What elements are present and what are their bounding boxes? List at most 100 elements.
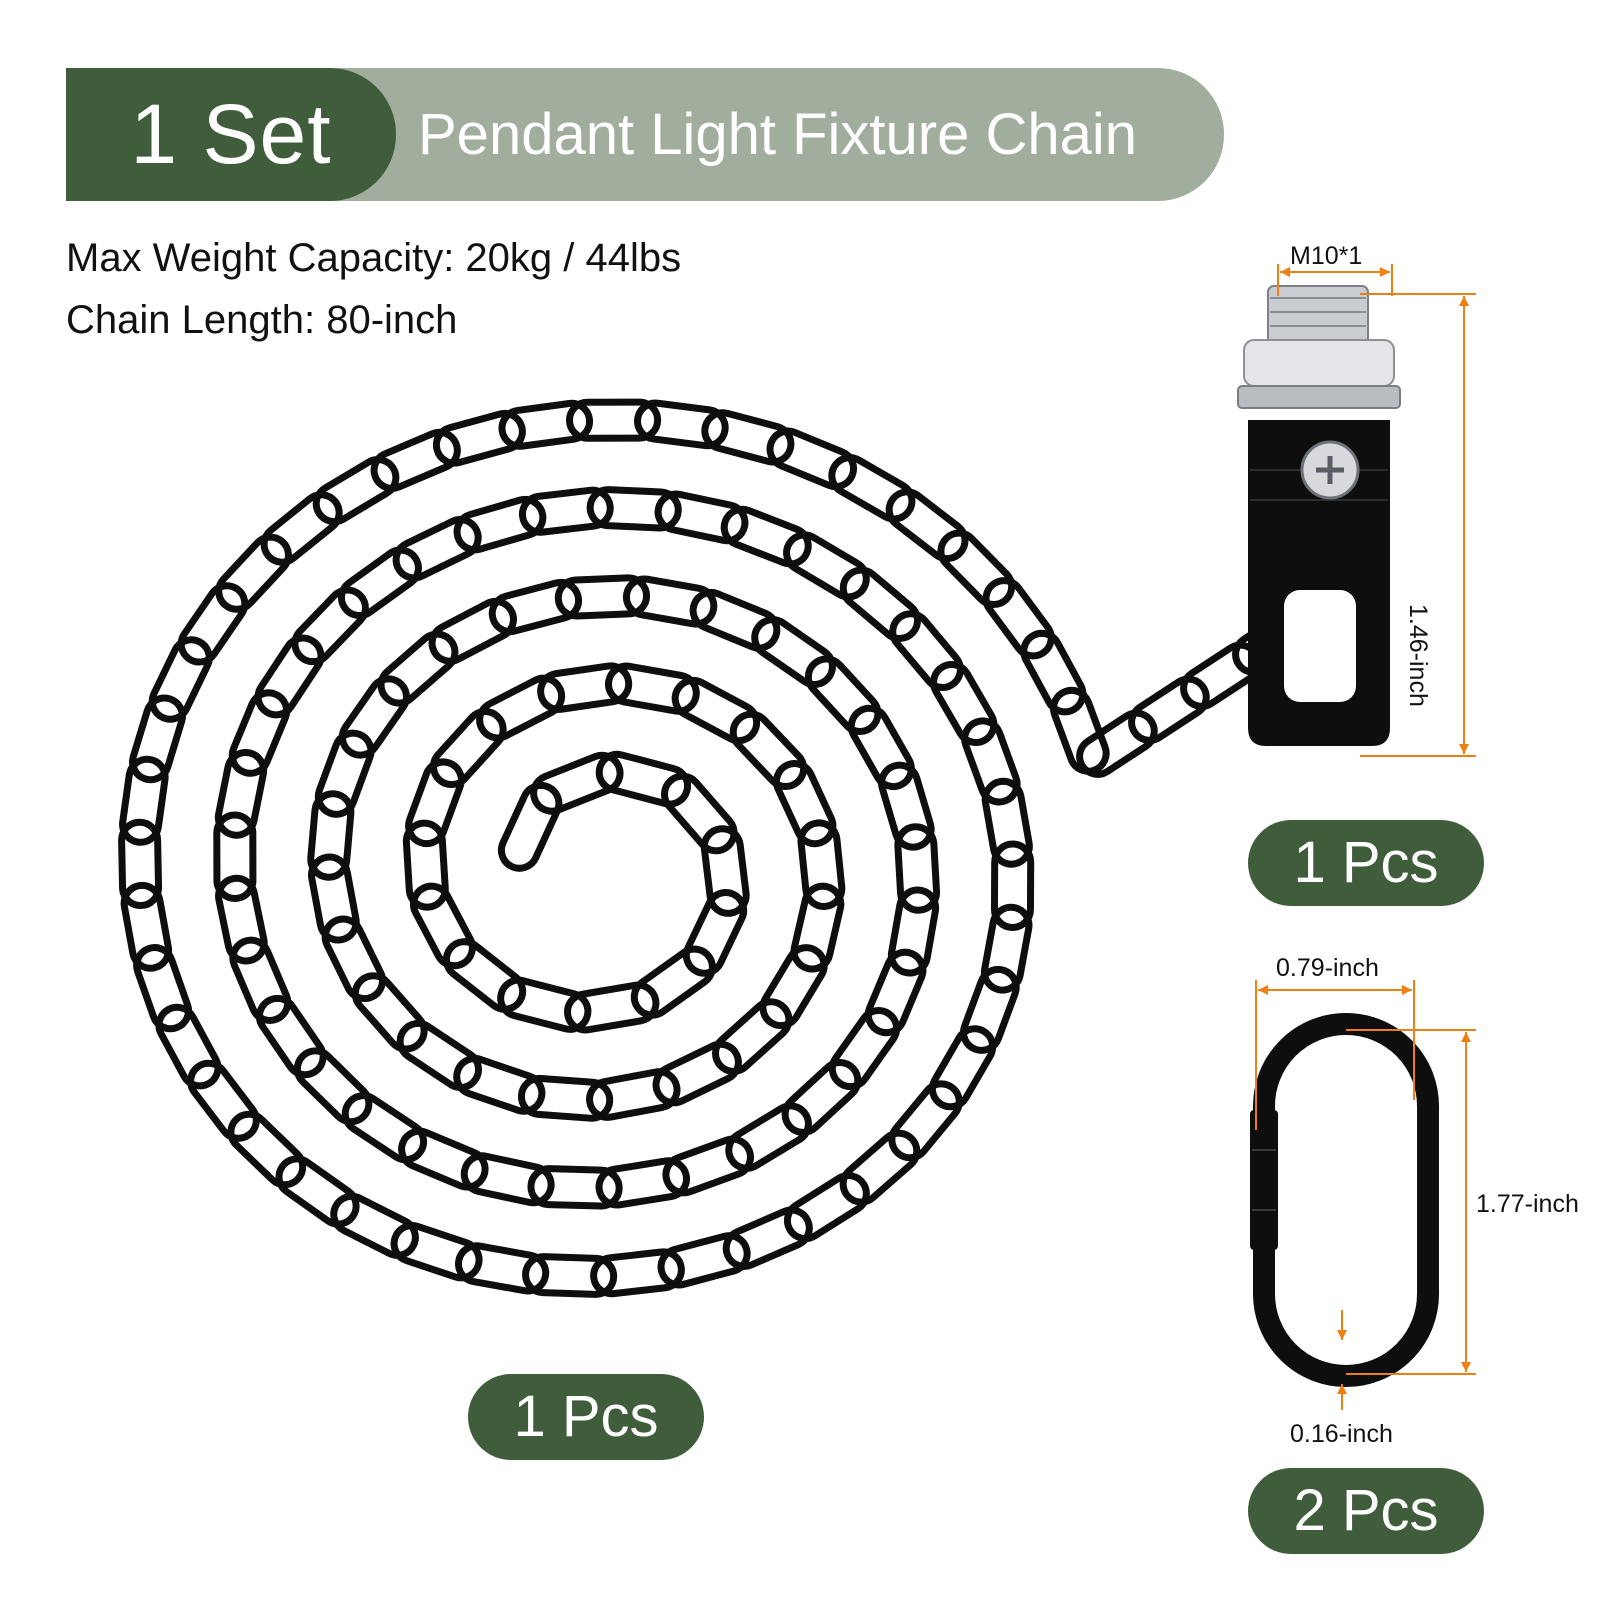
chain-link — [214, 749, 268, 839]
chain-link — [321, 915, 387, 1003]
chain-link — [937, 529, 1016, 608]
thread-size-label: M10*1 — [1290, 242, 1363, 270]
chain-link — [312, 456, 400, 526]
chain-link — [337, 546, 422, 620]
chain-link — [338, 675, 410, 759]
chain-link — [961, 717, 1021, 806]
chain-link — [455, 1242, 550, 1295]
swivel-hook-dimensions — [1277, 264, 1476, 757]
chain-link — [377, 630, 459, 707]
chain-link — [864, 948, 927, 1037]
chain-link — [689, 588, 781, 652]
chain-link — [260, 491, 343, 566]
chain-link — [497, 976, 592, 1033]
chain-link — [497, 781, 563, 872]
quick-link-dimensions — [1255, 980, 1476, 1410]
chain-link — [1076, 709, 1158, 778]
chain-link — [766, 427, 858, 491]
chain-link — [314, 729, 375, 818]
chain-link — [781, 1058, 862, 1136]
quick-link-wire-label: 0.16-inch — [1290, 1420, 1393, 1448]
chain-link — [1020, 629, 1087, 716]
chain-link — [530, 751, 624, 815]
chain-link — [990, 840, 1035, 931]
chain-link — [148, 636, 213, 723]
chain-link — [453, 495, 547, 554]
chain-link — [797, 819, 846, 910]
chain-link — [429, 708, 507, 789]
chain-link — [981, 777, 1033, 868]
chain-link — [729, 710, 808, 790]
chain-link — [517, 1074, 614, 1122]
chain-link — [662, 1135, 754, 1197]
chain-link — [652, 1040, 742, 1107]
chain-link — [980, 903, 1033, 994]
chain-link — [595, 1157, 691, 1209]
chain-link — [720, 505, 812, 568]
chain-link — [828, 1007, 901, 1091]
swivel-hook-height-label: 1.46-inch — [1404, 604, 1432, 707]
chain-link — [229, 936, 292, 1024]
chain-link — [341, 1092, 428, 1164]
chain-link — [120, 881, 173, 972]
chain-link — [215, 874, 268, 965]
chain-link — [227, 1110, 307, 1189]
chain-link — [804, 655, 882, 735]
chain-link — [671, 676, 761, 745]
chain-length-spec: Chain Length: 80-inch — [66, 298, 458, 342]
product-title: Pendant Light Fixture Chain — [418, 102, 1137, 167]
chain-link — [725, 1102, 812, 1172]
chain-link — [402, 819, 449, 911]
chain-link — [783, 1172, 870, 1243]
chain-link — [291, 586, 369, 666]
chain-link — [889, 610, 964, 691]
chain-link — [928, 1025, 997, 1111]
chain-link — [751, 616, 836, 689]
chain-link — [155, 1003, 222, 1090]
chain-link — [129, 694, 186, 784]
quick-link-height-label: 1.77-inch — [1476, 1190, 1579, 1218]
chain-link — [537, 662, 633, 713]
chain-link — [392, 516, 482, 582]
chain-link — [330, 1192, 419, 1259]
chain-link — [254, 634, 325, 719]
chain-link — [878, 761, 935, 851]
chain-link — [622, 575, 718, 628]
chain-link — [605, 662, 700, 715]
quick-link-width-label: 0.79-inch — [1276, 954, 1379, 982]
chain-link — [351, 972, 428, 1053]
chain-link — [960, 965, 1020, 1054]
chain-link — [119, 755, 169, 846]
chain-link — [255, 994, 327, 1079]
chain-link — [839, 1129, 921, 1206]
chain-link — [522, 1253, 618, 1298]
set-quantity-badge: 1 Set — [66, 68, 396, 201]
chain-link — [1049, 686, 1110, 775]
chain-link — [498, 399, 594, 450]
chain-link — [370, 428, 461, 492]
chain-link — [590, 1248, 685, 1298]
chain-image — [118, 398, 1366, 1298]
chain-link — [894, 823, 941, 914]
chain-link — [634, 399, 729, 450]
chain-link — [885, 488, 969, 563]
chain-link — [118, 818, 163, 910]
chain-link — [790, 882, 845, 973]
weight-capacity-spec: Max Weight Capacity: 20kg / 44lbs — [66, 236, 682, 280]
chain-link — [654, 490, 749, 545]
chain-link — [630, 945, 716, 1019]
chain-link — [396, 1019, 483, 1092]
chain-link — [930, 661, 998, 746]
chain-link — [682, 889, 748, 977]
chain-link — [398, 1127, 489, 1191]
chain-link — [177, 582, 249, 666]
chain-link — [712, 998, 793, 1075]
chain-link — [518, 486, 614, 536]
chain-link — [527, 1165, 623, 1210]
chain-link — [554, 574, 651, 620]
chain-link — [701, 409, 795, 466]
chain-link — [565, 398, 662, 442]
chain-link — [759, 944, 828, 1030]
chain-link — [564, 981, 660, 1034]
